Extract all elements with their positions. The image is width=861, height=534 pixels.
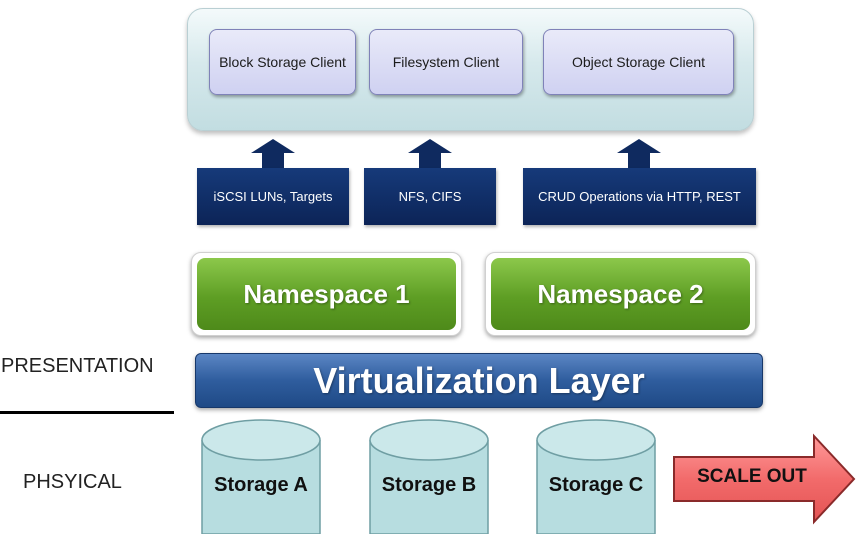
storage-a-label: Storage A	[214, 474, 308, 496]
namespace-1-box: Namespace 1	[191, 252, 462, 336]
protocol-arrow-http: CRUD Operations via HTTP, REST	[523, 139, 756, 225]
scale-out-label: SCALE OUT	[697, 466, 807, 487]
layer-divider	[0, 411, 174, 414]
up-arrow-icon	[617, 139, 661, 153]
protocol-label-nfs: NFS, CIFS	[398, 189, 462, 204]
up-arrow-icon	[251, 139, 295, 153]
physical-label: PHSYICAL	[23, 471, 122, 493]
presentation-label: PRESENTATION	[1, 355, 154, 377]
virtualization-layer-label: Virtualization Layer	[313, 359, 645, 401]
filesystem-client-box: Filesystem Client	[369, 29, 523, 95]
virtualization-layer: Virtualization Layer	[195, 353, 763, 408]
protocol-label-http: CRUD Operations via HTTP, REST	[538, 189, 741, 204]
up-arrow-icon	[408, 139, 452, 153]
namespace-1-label: Namespace 1	[243, 278, 410, 309]
protocol-arrow-iscsi: iSCSI LUNs, Targets	[197, 139, 349, 225]
block-storage-client-label: Block Storage Client	[219, 54, 346, 70]
protocol-label-box: NFS, CIFS	[364, 168, 496, 225]
protocol-label-iscsi: iSCSI LUNs, Targets	[213, 189, 333, 204]
protocol-arrow-nfs: NFS, CIFS	[364, 139, 496, 225]
storage-b-cylinder: Storage B	[368, 418, 490, 534]
block-storage-client-box: Block Storage Client	[209, 29, 356, 95]
storage-c-cylinder: Storage C	[535, 418, 657, 534]
storage-b-label: Storage B	[381, 474, 477, 496]
namespace-2-box: Namespace 2	[485, 252, 756, 336]
scale-out-arrow: SCALE OUT	[672, 433, 857, 525]
storage-c-label: Storage C	[548, 474, 644, 496]
filesystem-client-label: Filesystem Client	[392, 54, 500, 70]
protocol-label-box: CRUD Operations via HTTP, REST	[523, 168, 756, 225]
object-storage-client-label: Object Storage Client	[571, 54, 706, 70]
object-storage-client-box: Object Storage Client	[543, 29, 734, 95]
namespace-2-label: Namespace 2	[537, 278, 704, 309]
protocol-label-box: iSCSI LUNs, Targets	[197, 168, 349, 225]
storage-a-cylinder: Storage A	[200, 418, 322, 534]
